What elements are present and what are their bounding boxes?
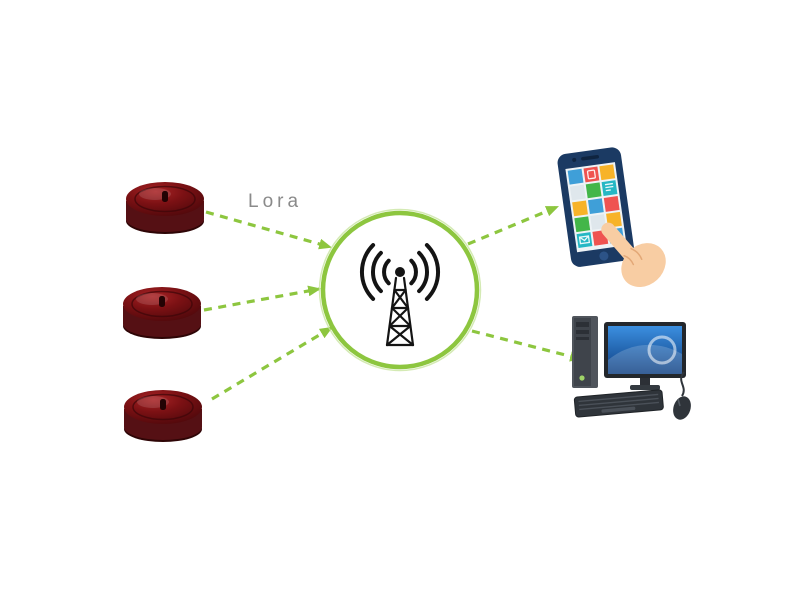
- smartphone-icon: [557, 147, 666, 288]
- keyboard-icon: [573, 389, 664, 418]
- lora-label: Lora: [248, 191, 302, 212]
- arrow-sensor3-to-gateway: [211, 326, 333, 401]
- lora-sensor-device-icon-1: [125, 181, 205, 235]
- monitor-icon: [604, 322, 686, 390]
- gateway-ring-outer: [318, 208, 482, 372]
- lora-sensor-device-icon-2: [122, 286, 202, 340]
- desktop-computer-icon: [572, 316, 691, 420]
- computer-tower-icon: [572, 316, 598, 388]
- signal-waves-icon: [359, 243, 441, 301]
- mouse-icon: [673, 371, 691, 420]
- arrow-gateway-to-phone: [467, 205, 560, 246]
- lora-sensor-device-icon-3: [123, 389, 203, 443]
- phone-app-tiles: [567, 164, 625, 248]
- lora-gateway-icon: [318, 208, 482, 372]
- arrows-layer: [203, 205, 584, 401]
- arrow-sensor2-to-gateway: [203, 285, 322, 312]
- hand-touch-icon: [601, 222, 666, 288]
- antenna-tower-icon: [385, 267, 415, 347]
- arrow-sensor1-to-gateway: [205, 210, 333, 250]
- arrow-gateway-to-computer: [471, 329, 584, 362]
